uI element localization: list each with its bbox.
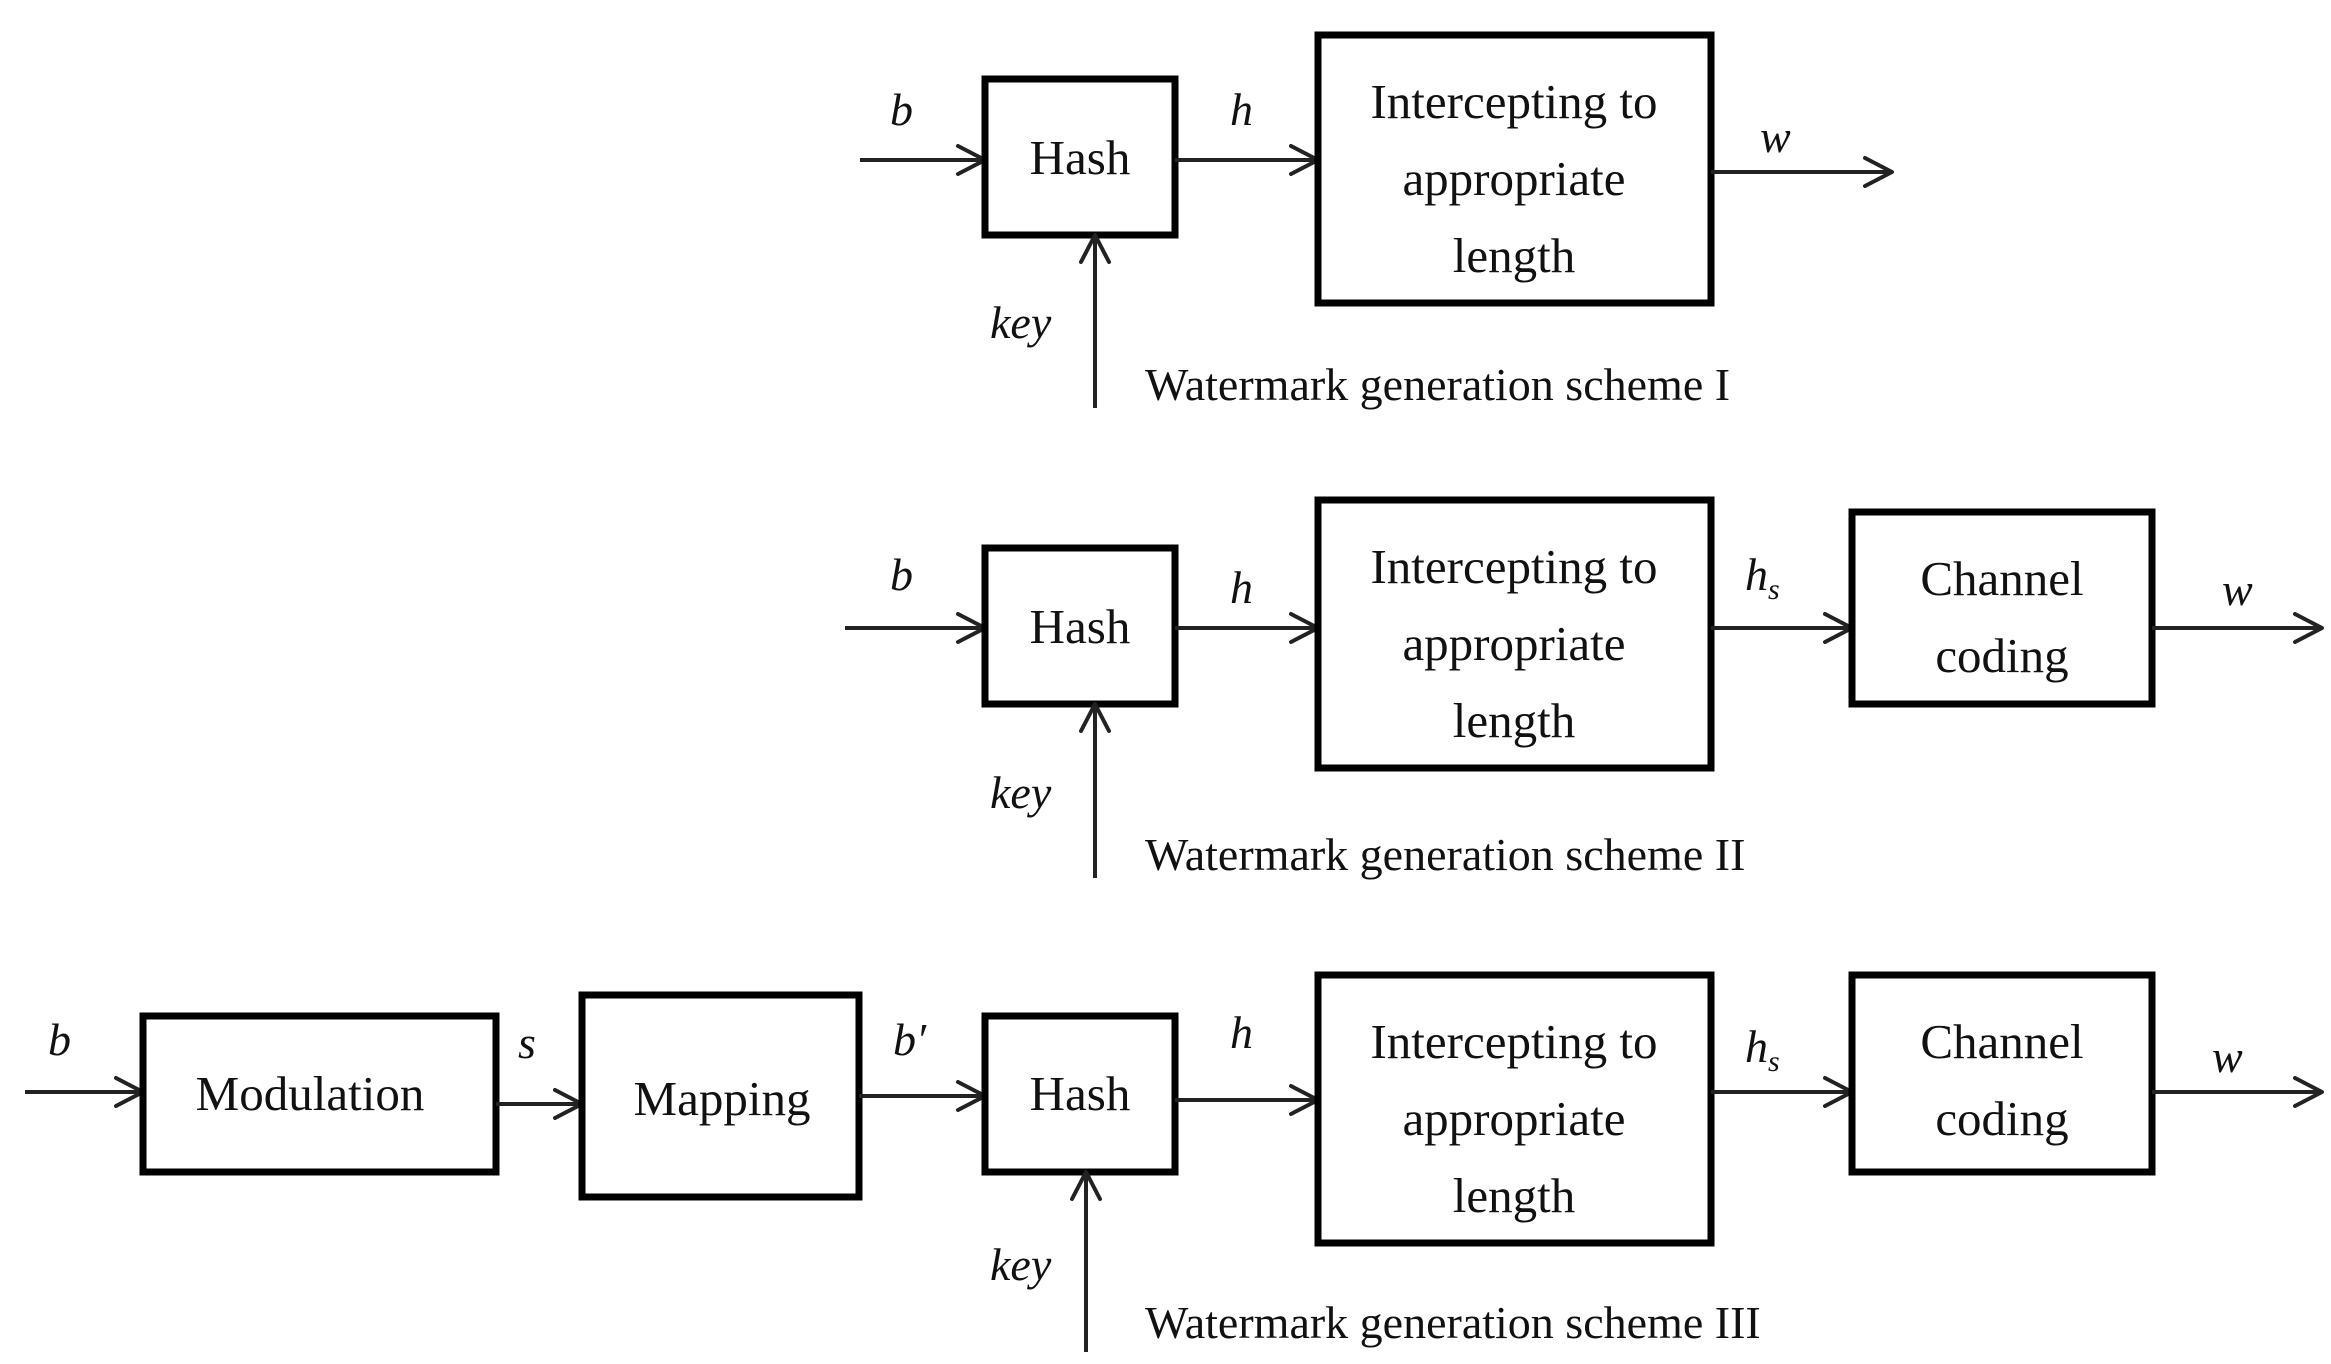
scheme-2-output-label: w	[2222, 564, 2253, 615]
scheme-2-coding-label-1: Channel	[1920, 551, 2083, 606]
scheme-3-hash-label: Hash	[1030, 1066, 1131, 1121]
scheme-2-key-label: key	[990, 767, 1052, 818]
scheme-1: b Hash key h Intercepting to appropriate…	[860, 31, 1894, 410]
scheme-3-hash-block	[981, 1012, 1179, 1176]
scheme-1-hash-block	[981, 75, 1179, 239]
scheme-2-intercept-block	[1314, 496, 1715, 772]
scheme-2-intercept-label-3: length	[1453, 693, 1575, 748]
scheme-1-key-label: key	[990, 297, 1052, 348]
scheme-2-hash-block	[981, 544, 1179, 708]
scheme-1-intercept-label-3: length	[1453, 228, 1575, 283]
scheme-3-modulation-block	[139, 1012, 500, 1176]
scheme-3-intercept-label-3: length	[1453, 1168, 1575, 1223]
scheme-3-intercept-out-label: hs	[1745, 1021, 1780, 1078]
scheme-1-intercept-label-2: appropriate	[1402, 151, 1625, 206]
scheme-1-input-label: b	[890, 84, 913, 135]
scheme-2-hash-out-label: h	[1230, 562, 1253, 613]
scheme-2-hash-label: Hash	[1030, 599, 1131, 654]
scheme-3-coding-label-1: Channel	[1920, 1014, 2083, 1069]
scheme-2-coding-block	[1848, 508, 2156, 708]
scheme-2-coding-label-2: coding	[1935, 628, 2068, 683]
scheme-2-intercept-out-label: hs	[1745, 549, 1780, 606]
scheme-2-caption: Watermark generation scheme II	[1145, 829, 1745, 880]
scheme-3-coding-block	[1848, 971, 2156, 1176]
scheme-1-intercept-block	[1314, 31, 1715, 307]
scheme-3-mapping-label: Mapping	[634, 1071, 811, 1126]
scheme-3-caption: Watermark generation scheme III	[1145, 1297, 1761, 1348]
scheme-3-key-label: key	[990, 1239, 1052, 1290]
scheme-3-mapping-out-label: b′	[893, 1014, 927, 1065]
scheme-1-hash-label: Hash	[1030, 130, 1131, 185]
scheme-3-modulation-out-label: s	[518, 1017, 536, 1068]
scheme-2: b Hash key h Intercepting to appropriate…	[845, 496, 2324, 880]
scheme-3-modulation-label: Modulation	[196, 1066, 425, 1121]
scheme-3-intercept-block	[1314, 971, 1715, 1247]
scheme-3-hash-out-label: h	[1230, 1007, 1253, 1058]
scheme-2-intercept-label-2: appropriate	[1402, 616, 1625, 671]
scheme-1-output-label: w	[1760, 111, 1791, 162]
scheme-1-intercept-label-1: Intercepting to	[1370, 74, 1657, 129]
scheme-3-intercept-label-2: appropriate	[1402, 1091, 1625, 1146]
scheme-1-caption: Watermark generation scheme I	[1145, 359, 1730, 410]
scheme-3: b Modulation s Mapping b′ Hash key h Int…	[25, 971, 2324, 1352]
scheme-3-input-label: b	[48, 1014, 71, 1065]
scheme-2-input-label: b	[890, 549, 913, 600]
scheme-3-coding-label-2: coding	[1935, 1091, 2068, 1146]
scheme-3-output-label: w	[2212, 1031, 2243, 1082]
scheme-2-intercept-label-1: Intercepting to	[1370, 539, 1657, 594]
scheme-1-hash-out-label: h	[1230, 84, 1253, 135]
scheme-3-mapping-block	[578, 991, 863, 1201]
scheme-3-intercept-label-1: Intercepting to	[1370, 1014, 1657, 1069]
